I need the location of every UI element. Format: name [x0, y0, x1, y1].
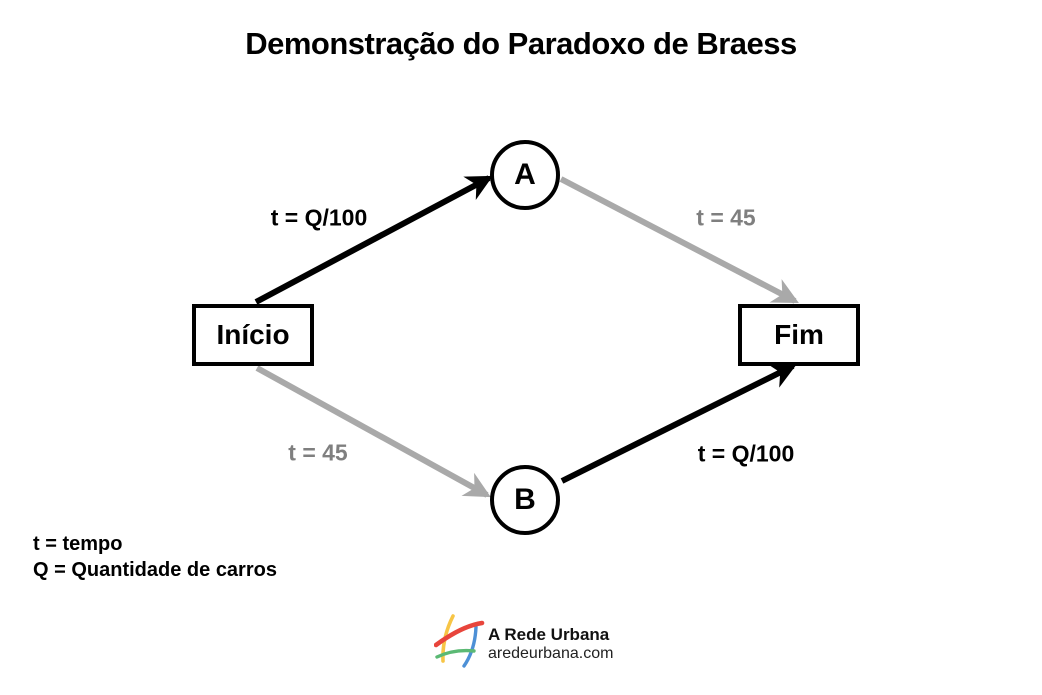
- node-start: Início: [192, 304, 314, 366]
- edge-label-start-a: t = Q/100: [270, 204, 368, 231]
- legend-line-q: Q = Quantidade de carros: [33, 559, 277, 581]
- brand-website: aredeurbana.com: [488, 645, 614, 662]
- node-end: Fim: [738, 304, 860, 366]
- footer-text: A Rede Urbana aredeurbana.com: [488, 625, 613, 663]
- edge-start-to-b: [255, 365, 491, 498]
- a-rede-urbana-logo-icon: [434, 614, 485, 668]
- legend-line-t: t = tempo: [33, 533, 123, 555]
- brand-name: A Rede Urbana: [488, 625, 610, 644]
- edge-a-to-end: [559, 176, 799, 304]
- edge-label-b-end: t = Q/100: [697, 440, 795, 467]
- edge-start-to-a: [254, 175, 493, 305]
- legend: t = tempo Q = Quantidade de carros: [33, 531, 277, 583]
- page-title: Demonstração do Paradoxo de Braess: [245, 26, 797, 61]
- node-a: A: [490, 140, 560, 210]
- footer-branding: A Rede Urbana aredeurbana.com: [434, 612, 613, 670]
- node-end-label: Fim: [774, 319, 824, 350]
- node-start-label: Início: [216, 319, 290, 350]
- edge-b-to-end: [560, 363, 797, 484]
- node-b: B: [490, 465, 560, 535]
- edge-label-a-end: t = 45: [696, 204, 756, 231]
- node-b-label: B: [514, 483, 536, 516]
- node-a-label: A: [514, 158, 536, 191]
- edge-label-start-b: t = 45: [288, 439, 348, 466]
